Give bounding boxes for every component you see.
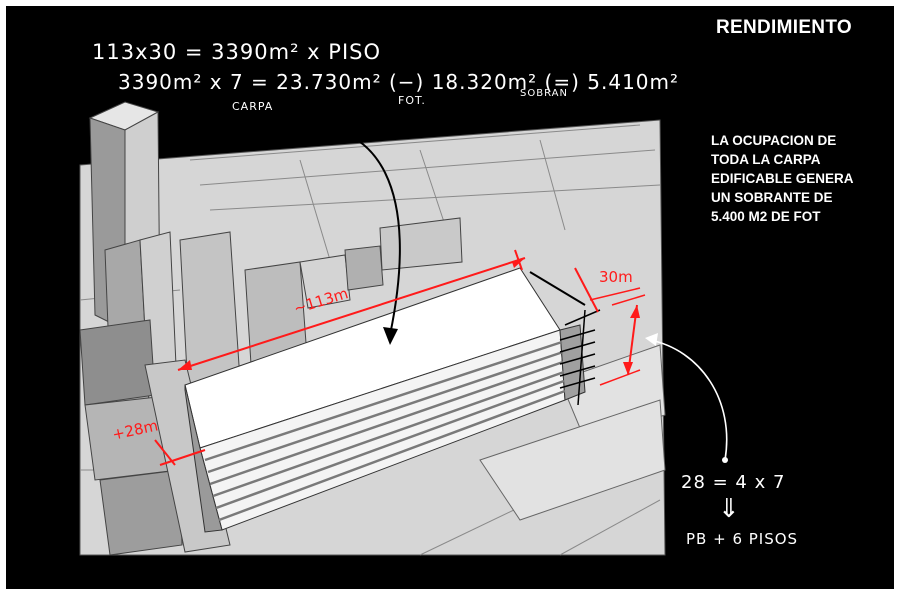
- description-line: LA OCUPACION DE: [711, 133, 837, 148]
- label-sobran: SOBRAN: [520, 88, 568, 99]
- double-down-arrow-icon: ⇓: [718, 494, 740, 524]
- left-towers: [88, 101, 463, 431]
- carpa-arrowhead: [383, 327, 398, 345]
- edge-ticks: [559, 309, 601, 406]
- handwritten-total-formula: 3390m² x 7 = 23.730m² (−) 18.320m² (=) 5…: [118, 70, 680, 94]
- floors-arrowhead: [645, 333, 658, 346]
- floors-result: PB + 6 PISOS: [686, 530, 799, 548]
- right-blocks: [479, 344, 666, 521]
- label-fot: FOT.: [398, 94, 426, 107]
- handwritten-area-formula: 113x30 = 3390m² x PISO: [92, 40, 381, 64]
- slab-floor-lines: [204, 340, 566, 522]
- description-line: TODA LA CARPA: [711, 152, 821, 167]
- length-dimension-line: [177, 257, 526, 371]
- description-line: UN SOBRANTE DE: [711, 190, 833, 205]
- label-carpa: CARPA: [232, 100, 274, 113]
- width-dimension-line: [574, 267, 599, 313]
- page-title: RENDIMIENTO: [716, 17, 852, 38]
- description-line: EDIFICABLE GENERA: [711, 171, 854, 186]
- floors-equation: 28 = 4 x 7: [681, 472, 786, 493]
- width-leader: [529, 271, 586, 306]
- description-line: 5.400 M2 DE FOT: [711, 209, 821, 224]
- carpa-arrow: [291, 124, 401, 336]
- length-arrowhead-left: [178, 360, 192, 370]
- carpa-arrow-origin: [289, 123, 295, 129]
- floors-arrow: [649, 339, 728, 461]
- description-block: LA OCUPACION DE TODA LA CARPA EDIFICABLE…: [711, 131, 886, 226]
- width-dimension-label: 30m: [599, 268, 633, 286]
